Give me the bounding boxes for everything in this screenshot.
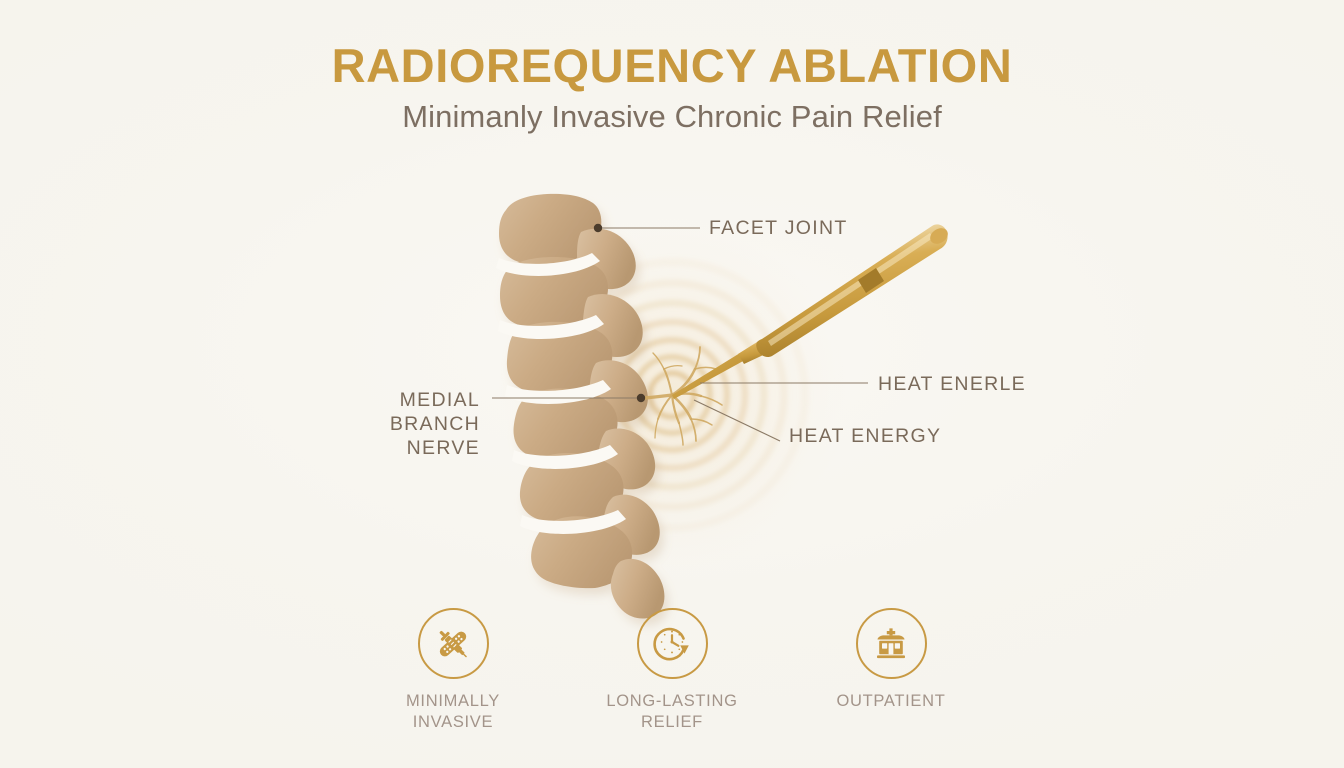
feature-row: MINIMALLY INVASIVE (0, 608, 1344, 733)
heat-wave-rings (535, 258, 809, 532)
feature-label-minimally-invasive: MINIMALLY INVASIVE (405, 692, 500, 731)
feature-label-long-lasting-relief: LONG-LASTING RELIEF (606, 692, 738, 731)
callout-label-facet-joint: FACET JOINT (709, 217, 848, 239)
radiofrequency-probe (672, 224, 948, 399)
feature-label-outpatient: OUTPATIENT (836, 692, 946, 710)
clock-arrow-icon (653, 627, 689, 660)
probe-needle-tip (672, 353, 745, 399)
marker-medial-nerve (636, 393, 646, 403)
vertebra-body-6 (531, 516, 665, 619)
probe-collar-band (858, 268, 884, 293)
callout-medial-nerve-line2: NERVE (406, 436, 480, 459)
marker-facet-joint (593, 223, 603, 233)
page-title: RADIOREQUENCY ABLATION (331, 39, 1013, 92)
feature-icon-ring-1 (417, 608, 489, 679)
feature-long-lasting-relief: LONG-LASTING RELIEF (602, 608, 742, 733)
header: RADIOREQUENCY ABLATION Minimanly Invasiv… (0, 39, 1344, 134)
callout-label-heat-energy: HEAT ENERGY (789, 425, 942, 447)
probe-hub (930, 228, 948, 244)
probe-highlight (768, 233, 933, 346)
feature-outpatient: OUTPATIENT (821, 608, 961, 733)
callout-leaders (492, 223, 868, 442)
leader-heat-energy (693, 399, 781, 442)
callout-label-medial-branch-nerve: MEDIAL BRANCH NERVE (318, 389, 480, 460)
bandage-syringe-icon (439, 630, 467, 657)
vertebrae-stack (499, 193, 665, 619)
feature-icon-ring-2 (636, 608, 708, 679)
callout-label-heat-enerle: HEAT ENERLE (878, 373, 1026, 395)
callout-medial-nerve-line1: MEDIAL BRANCH (389, 389, 480, 435)
page-subtitle: Minimanly Invasive Chronic Pain Relief (402, 98, 942, 134)
hospital-building-icon (877, 627, 905, 658)
feature-minimally-invasive: MINIMALLY INVASIVE (383, 608, 523, 733)
feature-icon-ring-3 (855, 608, 927, 679)
